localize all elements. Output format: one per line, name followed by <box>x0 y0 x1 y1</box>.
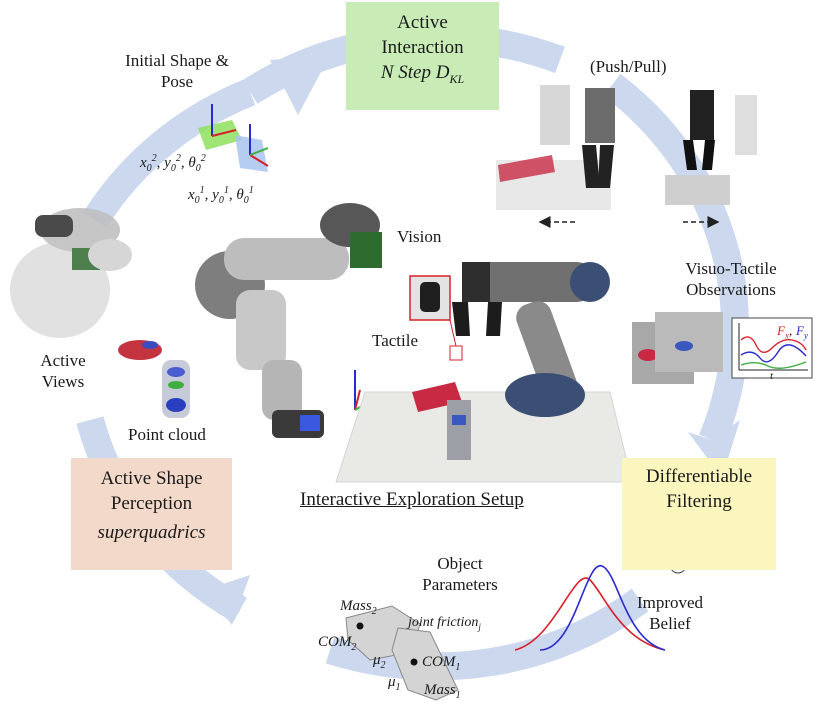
active-interaction-line1: Active <box>397 12 448 33</box>
mass2-label: Mass2 <box>340 598 377 617</box>
improved-belief-label: Improved Belief <box>636 593 704 633</box>
arrow-head-top <box>270 55 330 115</box>
t-axis-label: t <box>770 370 774 382</box>
active-shape-perception-box: Active Shape Perception superquadrics <box>71 458 232 570</box>
table-setup <box>335 382 633 483</box>
perception-sub: superquadrics <box>97 522 206 543</box>
active-interaction-line2: Interaction <box>381 37 464 58</box>
mu1-label: μ1 <box>388 674 401 693</box>
com1-label: COM1 <box>422 654 461 673</box>
differentiable-filtering-box: Differentiable Filtering <box>622 458 776 570</box>
perception-line1: Active Shape <box>100 468 203 489</box>
mu2-label: μ2 <box>373 652 386 671</box>
filtering-line2: Filtering <box>666 491 732 512</box>
pose-label-1: x01, y01, θ01 <box>188 185 254 206</box>
active-views-label: Active Views <box>40 351 86 391</box>
fx-label: Fx, <box>777 323 793 341</box>
point-cloud-label: Point cloud <box>128 425 206 444</box>
joint-friction-label: joint frictionj <box>408 615 481 632</box>
ur-robot <box>452 262 610 417</box>
vision-label: Vision <box>397 227 442 246</box>
initial-pose-shapes <box>198 104 269 172</box>
fy-label: Fy <box>796 323 808 341</box>
franka-robot <box>195 203 382 438</box>
mass1-label: Mass1 <box>424 682 461 701</box>
object-parameters-label: Object Parameters <box>422 554 498 594</box>
belief-curves <box>514 565 666 651</box>
point-cloud-graphic <box>118 340 190 418</box>
pose-label-2: x02, y02, θ02 <box>140 153 206 174</box>
active-views-robot <box>10 208 132 338</box>
tactile-label: Tactile <box>372 331 419 350</box>
articulated-object <box>345 605 459 701</box>
active-interaction-box: Active Interaction N Step DKL <box>346 2 499 110</box>
visuo-tactile-label: Visuo-Tactile Observations <box>685 259 777 299</box>
filtering-line1: Differentiable <box>645 466 753 487</box>
tactile-inset <box>409 275 463 361</box>
active-interaction-formula: N Step DKL <box>380 62 465 86</box>
initial-shape-pose-label: Initial Shape & Pose <box>125 51 229 91</box>
setup-caption: Interactive Exploration Setup <box>300 489 524 510</box>
com2-label: COM2 <box>318 634 357 653</box>
visuo-tactile-images <box>632 312 813 384</box>
perception-line2: Perception <box>110 493 193 514</box>
push-pull-images <box>496 85 757 228</box>
push-pull-label: (Push/Pull) <box>590 57 667 76</box>
